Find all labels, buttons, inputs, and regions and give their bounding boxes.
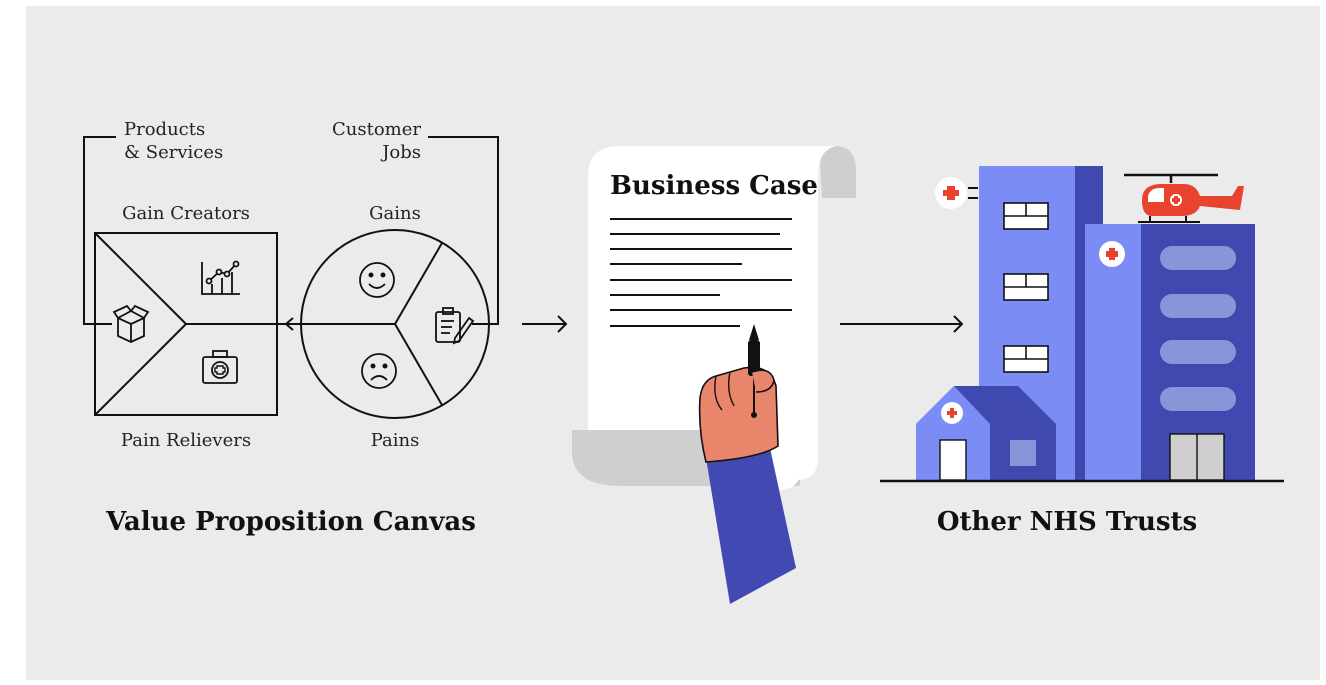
chart-icon (201, 260, 240, 295)
helicopter-icon (1124, 173, 1244, 223)
gain-creators-label: Gain Creators (122, 203, 250, 224)
value-proposition-canvas (83, 136, 499, 419)
pains-label: Pains (371, 430, 420, 451)
fit-arrowhead (284, 317, 294, 331)
signing-hand (698, 324, 796, 604)
value-proposition-illustration: Products & Services Customer Jobs Gain C… (83, 119, 1284, 604)
gains-label: Gains (369, 203, 421, 224)
products-bracket (83, 136, 116, 325)
products-label-line2: & Services (124, 142, 223, 163)
clipboard-icon (435, 307, 475, 345)
value-map-divider (94, 323, 187, 416)
small-house-front (916, 386, 990, 480)
jobs-bracket (428, 136, 499, 325)
frown-icon (361, 353, 397, 389)
flow-arrow-2 (840, 315, 964, 333)
customer-jobs-label-line2: Jobs (380, 142, 421, 163)
smile-icon (359, 262, 395, 298)
value-map-divider (94, 232, 187, 325)
illustration-background: Products & Services Customer Jobs Gain C… (26, 6, 1320, 680)
box-icon (112, 304, 150, 343)
trusts-title: Other NHS Trusts (937, 507, 1197, 537)
scroll-curl-top (820, 146, 856, 198)
customer-jobs-label-line1: Customer (332, 119, 421, 140)
sleeve (706, 448, 796, 604)
flow-arrow-1 (522, 315, 568, 333)
document-title: Business Case (610, 171, 818, 201)
tower-windows (1003, 202, 1049, 373)
canvas-title: Value Proposition Canvas (105, 507, 476, 537)
pain-relievers-label: Pain Relievers (121, 430, 251, 451)
products-label-line1: Products (124, 119, 205, 140)
right-building-windows (1160, 246, 1236, 411)
profile-divider (394, 323, 443, 406)
pen-icon (748, 324, 760, 418)
hospital-icon (880, 166, 1284, 483)
profile-divider (394, 242, 443, 325)
document-text-lines (610, 218, 792, 327)
medical-kit-icon (202, 350, 238, 384)
